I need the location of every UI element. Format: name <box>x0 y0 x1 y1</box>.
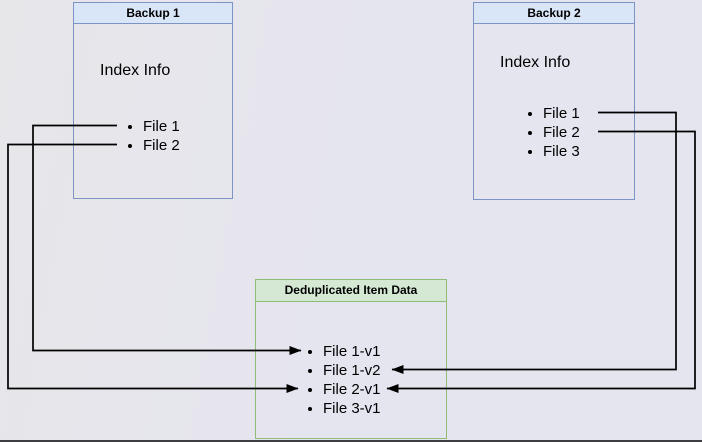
backup1-title: Backup 1 <box>74 3 232 24</box>
backup2-file-item-1: File 1 <box>543 104 634 123</box>
dedup-item-2: File 1-v2 <box>323 361 446 380</box>
dedup-item-1: File 1-v1 <box>323 342 446 361</box>
backup2-box: Backup 2 Index Info File 1 File 2 File 3 <box>473 2 635 200</box>
backup1-file-item-2: File 2 <box>143 136 232 155</box>
backup1-file-list: File 1 File 2 <box>74 117 232 155</box>
dedup-item-3: File 2-v1 <box>323 380 446 399</box>
backup2-file-list: File 1 File 2 File 3 <box>474 104 634 161</box>
dedup-item-list: File 1-v1 File 1-v2 File 2-v1 File 3-v1 <box>256 342 446 418</box>
backup2-file-item-2: File 2 <box>543 123 634 142</box>
dedup-title: Deduplicated Item Data <box>256 280 446 302</box>
backup1-index-info-label: Index Info <box>100 62 171 79</box>
window-bottom-edge <box>0 440 702 442</box>
backup1-file-item-1: File 1 <box>143 117 232 136</box>
backup2-index-info-label: Index Info <box>500 54 571 71</box>
dedup-item-4: File 3-v1 <box>323 399 446 418</box>
backup1-box: Backup 1 Index Info File 1 File 2 <box>73 2 233 199</box>
deduplicated-item-data-box: Deduplicated Item Data File 1-v1 File 1-… <box>255 279 447 439</box>
backup2-title: Backup 2 <box>474 3 634 24</box>
backup2-file-item-3: File 3 <box>543 142 634 161</box>
